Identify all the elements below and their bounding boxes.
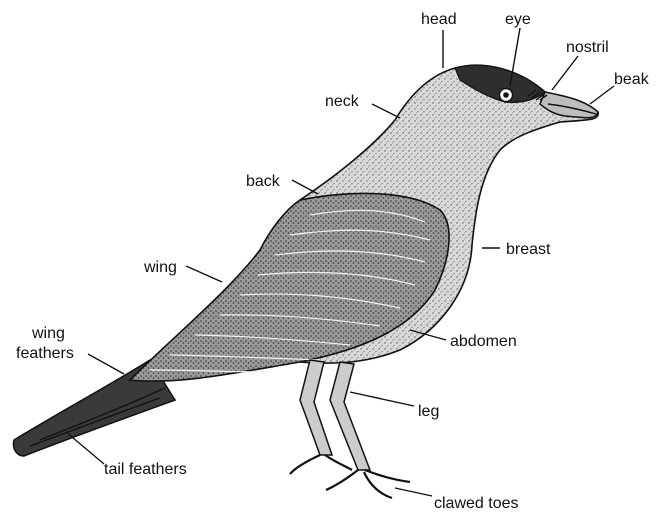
legs-shape [300, 360, 370, 470]
claws-shape [290, 455, 410, 498]
label-abdomen: abdomen [450, 333, 517, 350]
label-back: back [246, 173, 281, 190]
label-breast: breast [506, 241, 551, 258]
label-neck: neck [325, 93, 360, 110]
label-beak: beak [614, 71, 650, 88]
label-eye: eye [505, 11, 531, 28]
label-nostril: nostril [566, 39, 609, 56]
label-clawed-toes: clawed toes [434, 495, 519, 512]
label-head: head [421, 11, 457, 28]
label-wing: wing [143, 259, 177, 276]
wing-shape [130, 193, 449, 381]
label-tail-feathers: tail feathers [104, 461, 187, 478]
label-wing-feathers-line1: wing [31, 325, 65, 342]
label-wing-feathers-line2: feathers [16, 345, 74, 362]
label-leg: leg [418, 403, 439, 420]
